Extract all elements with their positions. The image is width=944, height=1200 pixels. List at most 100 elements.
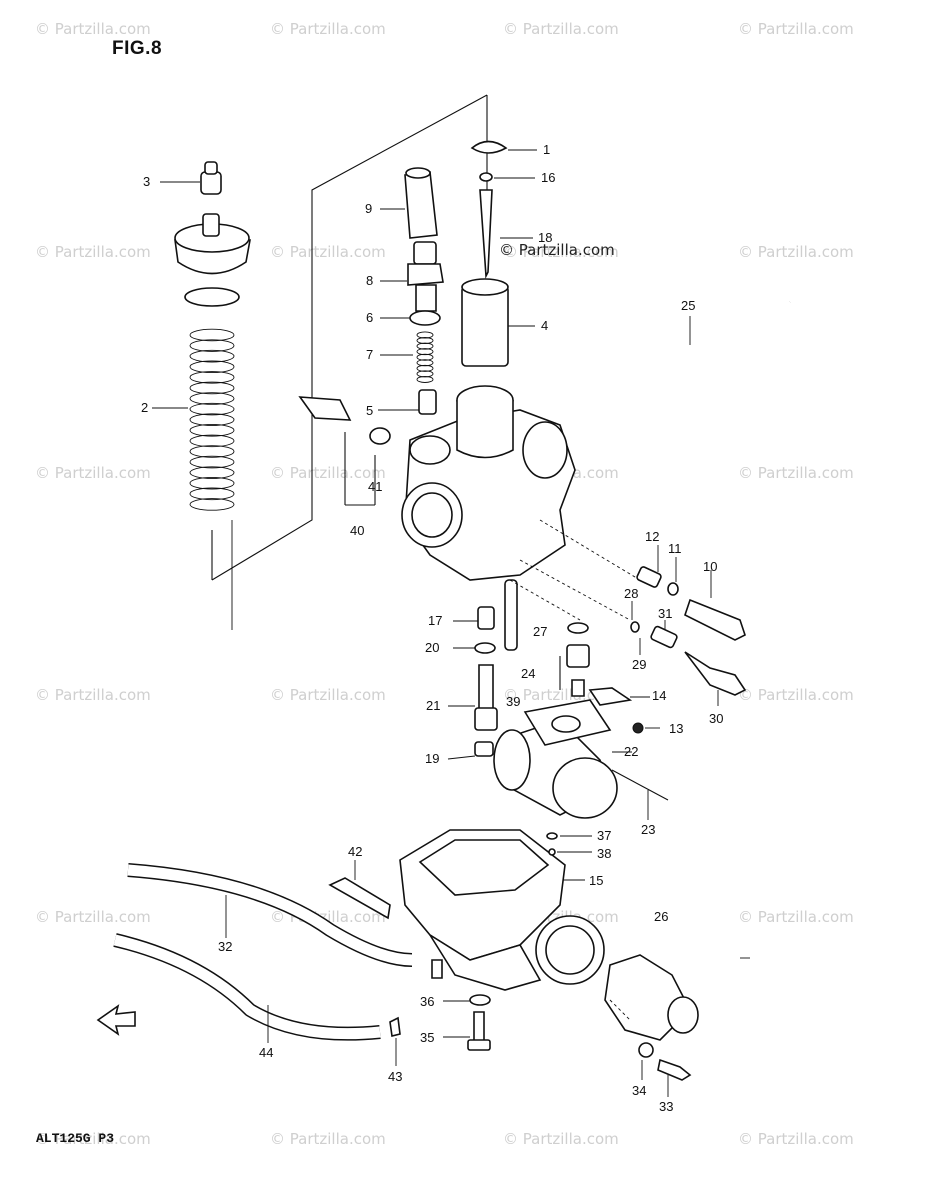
spring-coil <box>190 403 234 415</box>
callout-19: 19 <box>425 751 440 766</box>
spring-coil <box>417 343 433 349</box>
figure-code: ALT125G P3 <box>36 1131 115 1146</box>
float-chamber <box>400 830 604 990</box>
callout-17: 17 <box>428 613 443 628</box>
spring-coil <box>190 393 234 405</box>
callout-40: 40 <box>350 523 365 538</box>
watermark-text: © Partzilla.com <box>738 20 854 38</box>
figure-title: FIG.8 <box>112 38 163 59</box>
watermark-text: © Partzilla.com <box>270 20 386 38</box>
watermark-text: © Partzilla.com <box>270 464 386 482</box>
intake-manifold <box>494 700 617 818</box>
callout-30: 30 <box>709 711 724 726</box>
watermark-text: © Partzilla.com <box>503 1130 619 1148</box>
callout-3: 3 <box>143 174 151 189</box>
callout-35: 35 <box>420 1030 435 1045</box>
spring-coil <box>417 349 433 355</box>
watermark-text: © Partzilla.com <box>738 243 854 261</box>
callout-28: 28 <box>624 586 639 601</box>
callout-36: 36 <box>420 994 435 1009</box>
callout-41: 41 <box>368 479 383 494</box>
carburetor-body <box>300 386 575 650</box>
callout-22: 22 <box>624 744 639 759</box>
spring-coil <box>190 477 234 489</box>
watermark-text: © Partzilla.com <box>35 243 151 261</box>
callout-23: 23 <box>641 822 656 837</box>
spring-coil <box>190 435 234 447</box>
callout-26: 26 <box>654 909 669 924</box>
float-cover <box>605 955 698 1040</box>
spring-coil <box>417 371 433 377</box>
callout-43: 43 <box>388 1069 403 1084</box>
spring-coil <box>190 467 234 479</box>
watermark-text: © Partzilla.com <box>270 1130 386 1148</box>
callout-8: 8 <box>366 273 374 288</box>
watermark-text: © Partzilla.com <box>503 243 619 261</box>
spring-coil <box>190 329 234 341</box>
callout-38: 38 <box>597 846 612 861</box>
spring-coil <box>190 350 234 362</box>
callout-16: 16 <box>541 170 556 185</box>
spring-coil <box>190 382 234 394</box>
callout-10: 10 <box>703 559 718 574</box>
needle-clip <box>472 142 537 154</box>
callout-2: 2 <box>141 400 149 415</box>
callout-12: 12 <box>645 529 660 544</box>
callout-25: 25 <box>681 298 696 313</box>
callout-14: 14 <box>652 688 667 703</box>
inline-watermark: © Partzilla.com <box>499 241 615 259</box>
callout-6: 6 <box>366 310 374 325</box>
spring-coil <box>190 488 234 500</box>
callout-18: 18 <box>538 230 553 245</box>
watermark-text: © Partzilla.com <box>738 1130 854 1148</box>
callout-4: 4 <box>541 318 549 333</box>
cap-nut-part <box>160 162 221 194</box>
watermark-text: © Partzilla.com <box>738 908 854 926</box>
spring-coil <box>417 332 433 338</box>
callout-37: 37 <box>597 828 612 843</box>
throttle-spring <box>190 329 234 510</box>
watermark-text: © Partzilla.com <box>270 686 386 704</box>
spring-coil <box>190 372 234 384</box>
callout-33: 33 <box>659 1099 674 1114</box>
small-spring <box>417 332 433 383</box>
callout-15: 15 <box>589 873 604 888</box>
spring-coil <box>190 361 234 373</box>
front-direction-arrow-icon <box>98 1006 135 1034</box>
spring-coil <box>190 456 234 468</box>
callout-34: 34 <box>632 1083 647 1098</box>
callout-29: 29 <box>632 657 647 672</box>
spring-coil <box>417 338 433 344</box>
callout-39: 39 <box>506 694 521 709</box>
spring-coil <box>190 446 234 458</box>
callout-42: 42 <box>348 844 363 859</box>
callout-13: 13 <box>669 721 684 736</box>
callout-11: 11 <box>668 541 682 556</box>
callout-5: 5 <box>366 403 374 418</box>
spring-coil <box>417 365 433 371</box>
callout-44: 44 <box>259 1045 274 1060</box>
spring-coil <box>190 340 234 352</box>
callout-1: 1 <box>543 142 551 157</box>
watermark-text: © Partzilla.com <box>35 908 151 926</box>
callout-20: 20 <box>425 640 440 655</box>
spring-coil <box>190 414 234 426</box>
callout-9: 9 <box>365 201 373 216</box>
spring-coil <box>417 376 433 382</box>
callout-21: 21 <box>426 698 441 713</box>
spring-coil <box>417 354 433 360</box>
callout-27: 27 <box>533 624 548 639</box>
watermark-text: © Partzilla.com <box>738 686 854 704</box>
watermark-text: © Partzilla.com <box>35 20 151 38</box>
callout-7: 7 <box>366 347 374 362</box>
watermark-text: © Partzilla.com <box>35 464 151 482</box>
mixing-chamber-cap <box>175 214 250 306</box>
watermark-text: © Partzilla.com <box>738 464 854 482</box>
watermark-text: © Partzilla.com <box>35 686 151 704</box>
callout-32: 32 <box>218 939 233 954</box>
spring-coil <box>190 499 234 511</box>
watermark-text: © Partzilla.com <box>270 243 386 261</box>
callout-24: 24 <box>521 666 536 681</box>
